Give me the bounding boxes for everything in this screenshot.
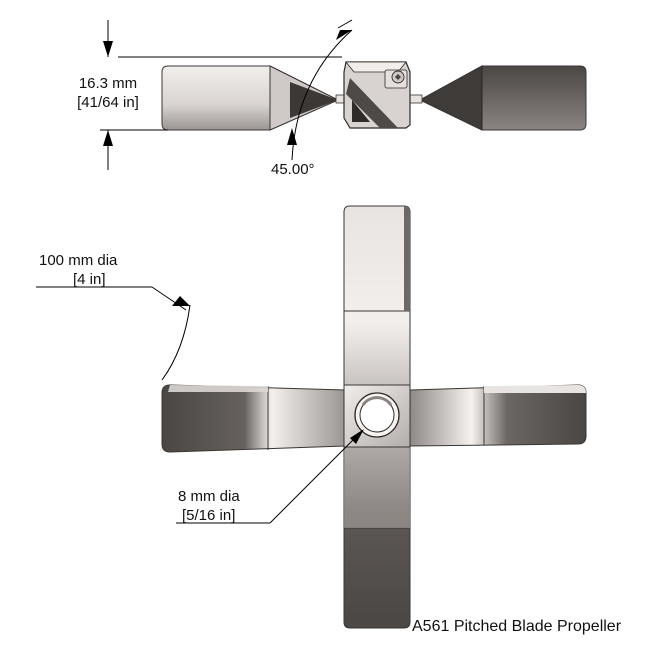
bore-arrow xyxy=(350,429,364,444)
height-arrow-bottom xyxy=(103,130,113,146)
diameter-dimension xyxy=(36,286,191,381)
bore-dimension-value: 8 mm dia xyxy=(178,488,240,505)
height-dimension-alt: [41/64 in] xyxy=(77,94,139,111)
bore-dimension-alt: [5/16 in] xyxy=(182,507,236,524)
side-view xyxy=(161,61,587,131)
diameter-dimension-value: 100 mm dia xyxy=(39,252,118,269)
right-blade xyxy=(409,384,587,447)
diameter-arrow xyxy=(172,296,190,306)
angle-dimension-value: 45.00° xyxy=(271,161,315,178)
height-dimension-value: 16.3 mm xyxy=(78,75,138,92)
height-dimension xyxy=(100,20,342,170)
drawing-caption: A561 Pitched Blade Propeller xyxy=(412,618,622,635)
angle-arrow-bottom xyxy=(287,128,297,145)
diameter-dimension-alt: [4 in] xyxy=(73,271,106,288)
top-view xyxy=(161,205,587,629)
height-arrow-top xyxy=(103,41,113,57)
top-blade xyxy=(343,205,411,386)
angle-arrow-top xyxy=(336,30,352,40)
bore-dimension xyxy=(176,430,363,524)
left-blade xyxy=(161,384,346,453)
